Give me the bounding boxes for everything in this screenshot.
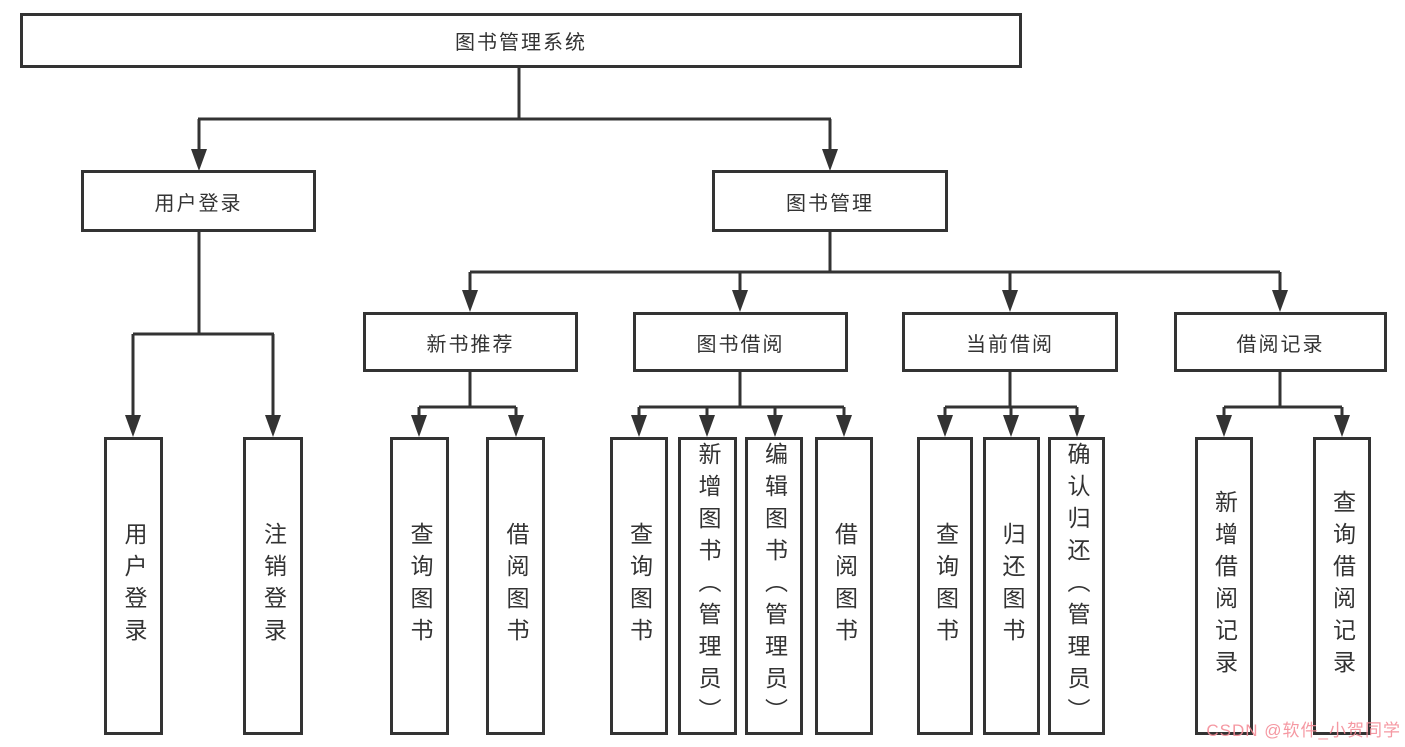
leaf-cb-return-books: 归还图书	[983, 437, 1040, 735]
leaf-rec-query-books: 查询图书	[390, 437, 449, 735]
leaf-cb-confirm-return-label: 确认归还（管理员）	[1064, 442, 1090, 730]
leaf-bb-query-books: 查询图书	[610, 437, 668, 735]
leaf-rec-borrow-books: 借阅图书	[486, 437, 545, 735]
node-new-book-recommend-label: 新书推荐	[426, 333, 515, 356]
node-current-borrow: 当前借阅	[902, 312, 1118, 372]
leaf-bb-borrow-books: 借阅图书	[815, 437, 873, 735]
leaf-cb-query-books-label: 查询图书	[932, 522, 959, 650]
node-user-login-label: 用户登录	[154, 192, 243, 215]
leaf-br-add-record: 新增借阅记录	[1195, 437, 1253, 735]
leaf-user-login-label: 用户登录	[121, 522, 147, 650]
leaf-cb-query-books: 查询图书	[917, 437, 973, 735]
leaf-bb-borrow-books-label: 借阅图书	[831, 522, 858, 650]
node-new-book-recommend: 新书推荐	[363, 312, 578, 372]
leaf-bb-query-books-label: 查询图书	[626, 522, 653, 650]
leaf-bb-add-books: 新增图书（管理员）	[678, 437, 737, 735]
node-root-label: 图书管理系统	[455, 32, 587, 54]
leaf-br-query-record-label: 查询借阅记录	[1329, 490, 1356, 682]
node-book-management-label: 图书管理	[786, 192, 874, 215]
leaf-logout-label: 注销登录	[260, 522, 287, 650]
leaf-cb-confirm-return: 确认归还（管理员）	[1048, 437, 1105, 735]
node-current-borrow-label: 当前借阅	[966, 333, 1054, 356]
node-user-login: 用户登录	[81, 170, 316, 232]
node-book-management: 图书管理	[712, 170, 948, 232]
node-book-borrow-label: 图书借阅	[696, 333, 785, 356]
leaf-logout: 注销登录	[243, 437, 303, 735]
leaf-bb-add-books-label: 新增图书（管理员）	[695, 442, 721, 730]
node-root: 图书管理系统	[20, 13, 1022, 68]
node-book-borrow: 图书借阅	[633, 312, 848, 372]
node-borrow-records-label: 借阅记录	[1236, 333, 1325, 356]
leaf-bb-edit-books-label: 编辑图书（管理员）	[761, 442, 788, 730]
leaf-user-login: 用户登录	[104, 437, 163, 735]
leaf-rec-borrow-books-label: 借阅图书	[503, 522, 529, 650]
csdn-watermark: CSDN @软件_小贺同学	[1206, 721, 1401, 740]
leaf-rec-query-books-label: 查询图书	[407, 522, 433, 650]
leaf-br-query-record: 查询借阅记录	[1313, 437, 1371, 735]
leaf-cb-return-books-label: 归还图书	[999, 522, 1025, 650]
leaf-bb-edit-books: 编辑图书（管理员）	[745, 437, 803, 735]
node-borrow-records: 借阅记录	[1174, 312, 1387, 372]
leaf-br-add-record-label: 新增借阅记录	[1211, 490, 1238, 682]
